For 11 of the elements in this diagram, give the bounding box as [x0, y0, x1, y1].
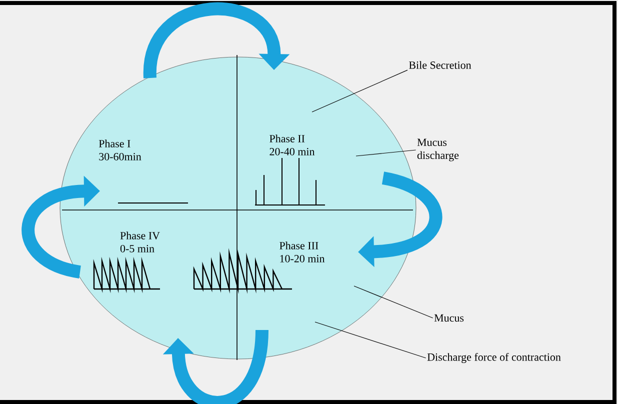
- phase-label: Phase IV 0-5 min: [120, 232, 160, 252]
- callout-label: Mucus: [434, 314, 464, 322]
- callout-label: Bile Secretion: [409, 61, 472, 69]
- phase-label: Phase III 10-20 min: [280, 242, 325, 262]
- leader-line: [312, 70, 408, 112]
- phase-label: Phase I 30-60min: [98, 140, 142, 160]
- callout-label: Discharge force of contraction: [427, 352, 561, 364]
- leader-line: [314, 322, 426, 358]
- phase-label: Phase II 20-40 min: [270, 134, 315, 156]
- callout-label: Mucus discharge: [417, 138, 459, 162]
- leader-line: [354, 286, 434, 318]
